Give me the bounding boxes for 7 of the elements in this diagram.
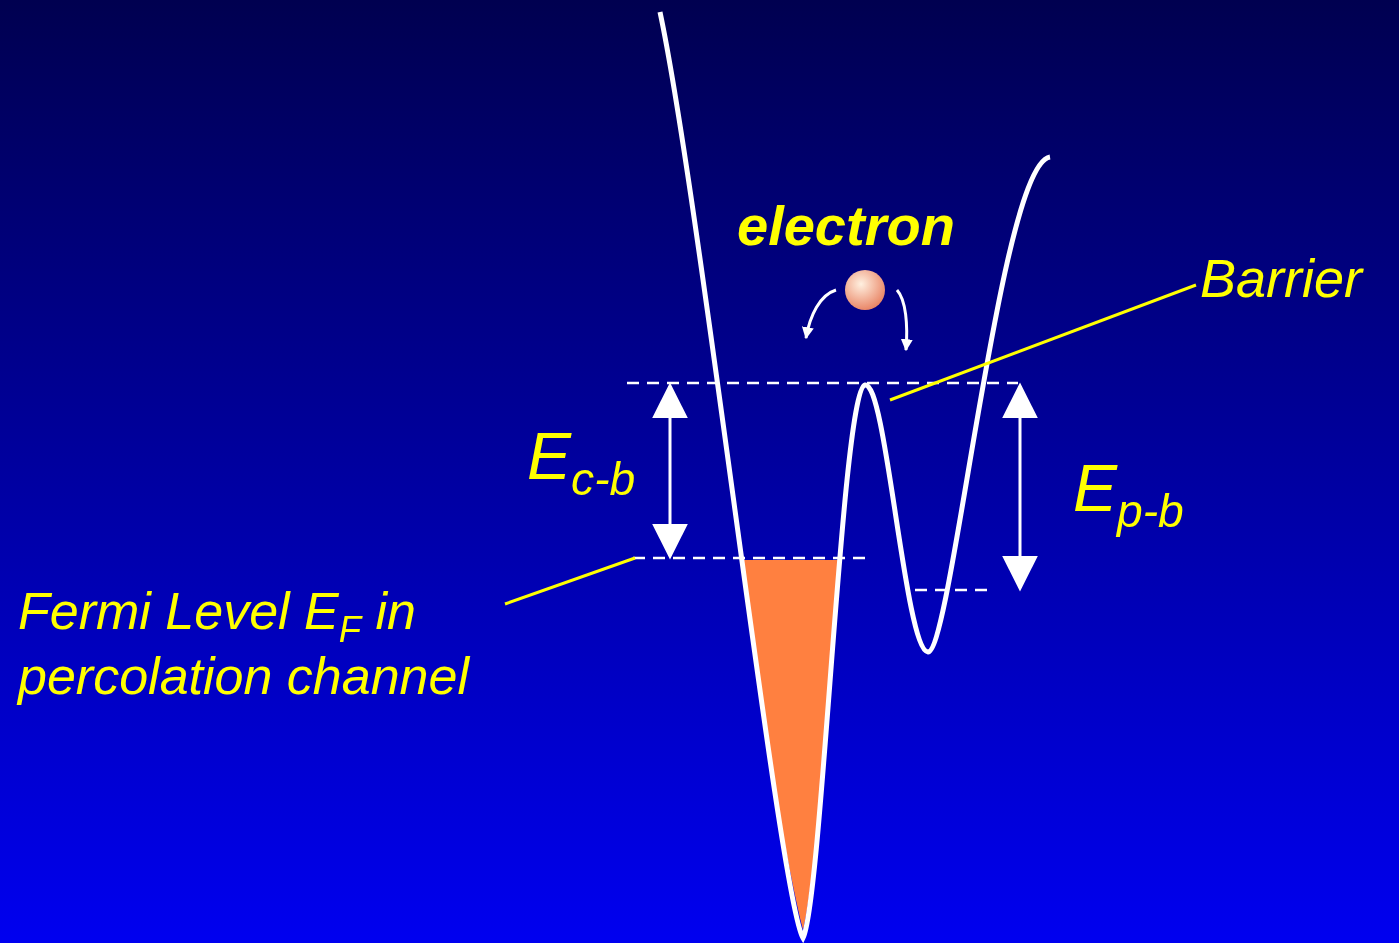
- leader-line: [889, 283, 1197, 402]
- fermi-level-label: Fermi Level E$_{F}$ in percolation channel: [18, 584, 518, 704]
- energy-symbol: E$_{c-b}$: [527, 422, 637, 504]
- energy-symbol: E$_{p-b}$: [1073, 454, 1185, 536]
- electron-label: electron: [737, 197, 956, 256]
- leader-line: [504, 556, 636, 606]
- barrier-label: Barrier: [1200, 250, 1399, 307]
